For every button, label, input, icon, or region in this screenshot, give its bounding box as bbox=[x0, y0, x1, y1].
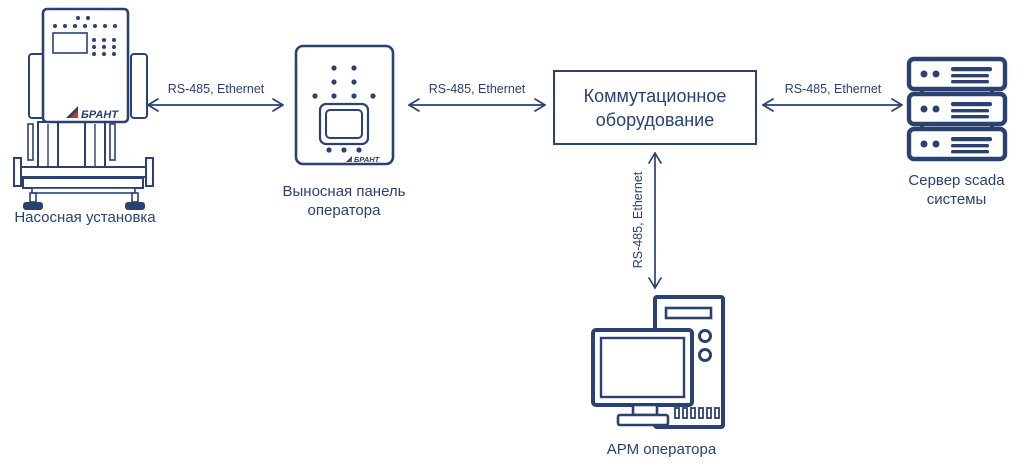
desktop-computer-icon bbox=[591, 295, 725, 429]
server-unit bbox=[906, 56, 1008, 92]
pump-cabinet bbox=[41, 7, 130, 124]
pc-vent-slots bbox=[674, 407, 720, 419]
workstation-label: АРМ оператора bbox=[606, 441, 717, 458]
pump-pipe bbox=[20, 166, 147, 178]
switching-equipment-box: Коммутационное оборудование bbox=[553, 70, 757, 145]
connection-label: RS-485, Ethernet bbox=[167, 82, 265, 96]
pc-monitor-screen bbox=[599, 336, 686, 399]
connection-label: RS-485, Ethernet bbox=[784, 82, 882, 96]
arrow-switch-workstation bbox=[648, 152, 662, 289]
pc-drive-slot bbox=[664, 306, 713, 320]
server-label: Сервер scada системы bbox=[908, 172, 1005, 208]
pump-label: Насосная установка bbox=[14, 209, 156, 226]
pc-button bbox=[698, 329, 712, 343]
pump-foot bbox=[125, 202, 145, 210]
operator-panel-icon: БРАНТ bbox=[294, 44, 395, 166]
pc-monitor-base bbox=[616, 413, 670, 427]
connection-label: RS-485, Ethernet bbox=[631, 171, 645, 269]
pump-unit-icon: БРАНТ bbox=[13, 7, 154, 210]
panel-button-dots bbox=[312, 65, 376, 153]
brand-logo-text: БРАНТ bbox=[354, 155, 381, 164]
pump-foot bbox=[23, 202, 43, 210]
arrow-switch-server bbox=[762, 98, 903, 112]
brand-logo: БРАНТ bbox=[66, 106, 119, 121]
arrow-pump-panel bbox=[147, 98, 284, 112]
pump-side-bracket bbox=[130, 53, 148, 119]
pump-display bbox=[52, 32, 88, 54]
brand-logo-text: БРАНТ bbox=[81, 109, 119, 121]
pc-monitor-stand bbox=[631, 403, 659, 417]
switch-label-line1: Коммутационное bbox=[583, 85, 727, 106]
switch-label-line2: оборудование bbox=[595, 109, 715, 130]
pc-button bbox=[698, 348, 712, 362]
pump-vent-dots bbox=[53, 16, 117, 56]
pump-flange bbox=[145, 157, 154, 187]
brand-flag-icon bbox=[348, 158, 352, 162]
panel-screen-inner bbox=[325, 109, 363, 139]
brand-logo: БРАНТ bbox=[346, 155, 381, 164]
server-unit bbox=[906, 126, 1008, 162]
pump-base bbox=[22, 177, 144, 189]
brand-flag-icon bbox=[70, 110, 78, 118]
panel-label: Выносная панель оператора bbox=[282, 183, 406, 219]
connection-label: RS-485, Ethernet bbox=[428, 82, 526, 96]
server-rack-icon bbox=[906, 56, 1008, 162]
pump-flange bbox=[13, 157, 22, 187]
arrow-panel-switch bbox=[408, 98, 546, 112]
server-unit bbox=[906, 91, 1008, 127]
